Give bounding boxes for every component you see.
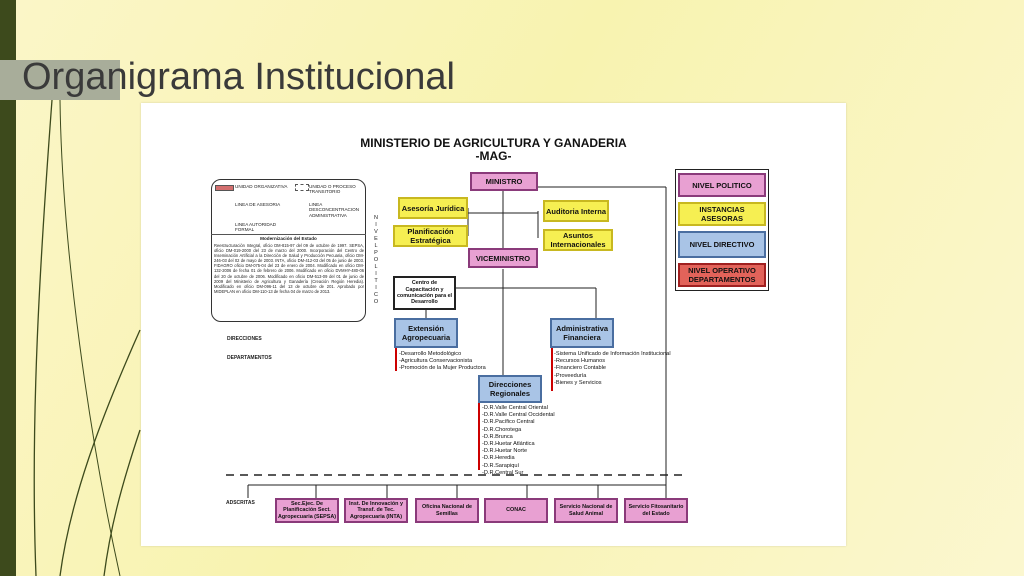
adscrita-box: CONAC [484, 498, 548, 523]
adscrita-box: Sec.Ejec. De Planificación Sect. Agropec… [275, 498, 339, 523]
adscrita-box: Servicio Nacional de Salud Animal [554, 498, 618, 523]
administrativa-financiera-box: Administrativa Financiera [550, 318, 614, 348]
decorative-curves [33, 99, 141, 576]
centro-capacitacion-box: Centro de Capacitación y comunicación pa… [393, 276, 456, 310]
asuntos-internacionales-box: Asuntos Internacionales [543, 229, 613, 251]
org-chart-image: MINISTERIO DE AGRICULTURA Y GANADERIA -M… [141, 103, 846, 546]
regional-direction-item: D.R.Valle Central Oriental [482, 405, 555, 412]
label-direcciones: DIRECCIONES [227, 336, 262, 342]
extension-department-item: Promoción de la Mujer Productora [399, 365, 486, 372]
ministro-box: MINISTRO [470, 172, 538, 191]
planificacion-estrategica-box: Planificación Estratégica [393, 225, 468, 247]
title-band [0, 60, 120, 100]
legend-linea-desconcentracion: LINEA DESCONCENTRACION ADMINISTRATIVA [309, 202, 360, 218]
admin-department-item: Bienes y Servicios [554, 380, 671, 387]
slide-title: Organigrama Institucional [22, 56, 455, 98]
regional-direction-item: D.R.Huetar Atlántica [482, 441, 555, 448]
admin-departments-list: Sistema Unificado de Información Institu… [554, 351, 671, 387]
regional-direction-item: D.R.Chorotega [482, 427, 555, 434]
direcciones-regionales-box: Direcciones Regionales [478, 375, 542, 403]
modernizacion-text: Reestructuración Integral, oficio DM-815… [214, 243, 364, 294]
admin-department-item: Proveeduría [554, 373, 671, 380]
adscrita-box: Servicio Fitosanitario del Estado [624, 498, 688, 523]
legend-unidad-transitorio: UNIDAD O PROCESO TRANSITORIO [309, 184, 356, 195]
regional-directions-list: D.R.Valle Central OrientalD.R.Valle Cent… [482, 405, 555, 477]
legend-swatch-unidad [215, 185, 234, 191]
extension-department-item: Desarrollo Metodológico [399, 351, 486, 358]
chart-subtitle: -MAG- [475, 149, 512, 163]
legend-frame [211, 179, 366, 322]
auditoria-interna-box: Auditoria Interna [543, 200, 609, 222]
legend-swatch-transitorio [295, 184, 309, 191]
admin-department-item: Recursos Humanos [554, 358, 671, 365]
asesoria-juridica-box: Asesoría Jurídica [398, 197, 468, 219]
key-nivel-directivo: NIVEL DIRECTIVO [678, 231, 766, 258]
regional-direction-item: D.R.Heredia [482, 455, 555, 462]
extension-agropecuaria-box: Extensión Agropecuaria [394, 318, 458, 348]
connector-lines [226, 186, 686, 498]
extension-department-item: Agricultura Conservacionista [399, 358, 486, 365]
adscrita-box: Oficina Nacional de Semillas [415, 498, 479, 523]
key-nivel-politico: NIVEL POLITICO [678, 173, 766, 197]
regional-direction-item: D.R.Central Sur [482, 470, 555, 477]
regional-direction-item: D.R.Pacífico Central [482, 419, 555, 426]
key-instancias-asesoras: INSTANCIAS ASESORAS [678, 202, 766, 226]
left-accent-bar [0, 0, 16, 576]
extension-departments-list: Desarrollo MetodológicoAgricultura Conse… [399, 351, 486, 373]
viceministro-box: VICEMINISTRO [468, 248, 538, 268]
key-frame [675, 169, 769, 291]
regional-direction-item: D.R.Sarapiquí [482, 463, 555, 470]
label-adscritas: ADSCRITAS [226, 500, 255, 506]
regional-direction-item: D.R.Huetar Norte [482, 448, 555, 455]
legend-linea-autoridad: LINEA AUTORIDAD FORMAL [235, 222, 277, 233]
regional-direction-item: D.R.Brunca [482, 434, 555, 441]
admin-department-item: Sistema Unificado de Información Institu… [554, 351, 671, 358]
adscrita-box: Inst. De Innovación y Transf. de Tec. Ag… [344, 498, 408, 523]
legend-divider [211, 234, 366, 235]
key-nivel-operativo: NIVEL OPERATIVO DEPARTAMENTOS [678, 263, 766, 287]
modernizacion-title: Modernización del Estado [260, 236, 317, 241]
regional-direction-item: D.R.Valle Central Occidental [482, 412, 555, 419]
legend-unidad-organizativa: UNIDAD ORGANIZATIVA [235, 184, 288, 189]
admin-department-item: Financiero Contable [554, 365, 671, 372]
chart-title: MINISTERIO DE AGRICULTURA Y GANADERIA [360, 136, 627, 150]
legend-linea-asesoria: LINEA DE ASESORIA [235, 202, 281, 207]
label-departamentos: DEPARTAMENTOS [227, 355, 272, 361]
